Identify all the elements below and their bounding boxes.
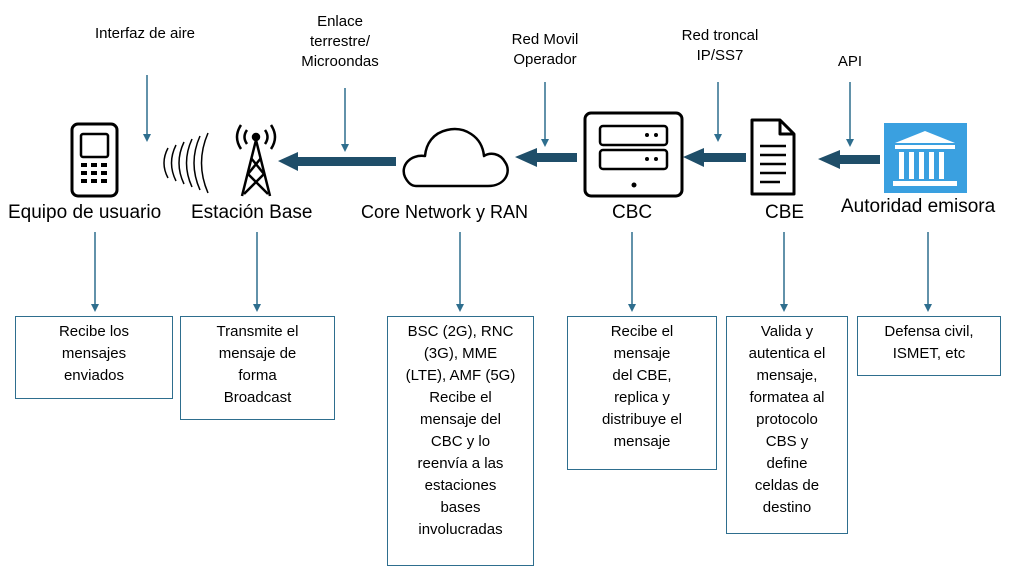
user-equipment-label: Equipo de usuario [8, 202, 162, 223]
cbe-box: Valida y autentica el mensaje, formatea … [726, 316, 848, 534]
user-equipment-box: Recibe los mensajes enviados [15, 316, 173, 399]
radio-waves-icon [163, 132, 209, 194]
air-interface-label: Interfaz de aire [94, 25, 196, 42]
base-station-box: Transmite el mensaje de forma Broadcast [180, 316, 335, 420]
base-station-label: Estación Base [191, 202, 313, 223]
cloud-icon [402, 127, 509, 188]
government-building-icon [884, 123, 967, 193]
core-network-description: BSC (2G), RNC (3G), MME (LTE), AMF (5G) … [405, 323, 516, 538]
phone-icon [70, 122, 119, 198]
cbe-description: Valida y autentica el mensaje, formatea … [748, 323, 826, 516]
authority-label: Autoridad emisora [841, 196, 996, 217]
user-equipment-description: Recibe los mensajes enviados [58, 323, 130, 384]
cbc-label: CBC [612, 202, 653, 223]
core-network-label: Core Network y RAN [361, 202, 529, 222]
cbc-description: Recibe el mensaje del CBE, replica y dis… [601, 323, 683, 450]
server-icon [583, 111, 684, 198]
api-label: API [837, 53, 863, 70]
terrestrial-link-label: Enlace terrestre/ Microondas [301, 13, 379, 70]
flow-arrow-cbc-to-core [515, 148, 577, 167]
backbone-label: Red troncal IP/SS7 [681, 27, 759, 64]
mobile-network-label: Red Movil Operador [511, 31, 579, 68]
cbc-box: Recibe el mensaje del CBE, replica y dis… [567, 316, 717, 470]
authority-description: Defensa civil, ISMET, etc [884, 323, 974, 362]
flow-arrow-cbe-to-cbc [683, 148, 746, 167]
tower-icon [235, 124, 277, 197]
flow-arrow-core-to-base [278, 152, 396, 171]
flow-arrow-authority-to-cbe [818, 150, 880, 169]
base-station-description: Transmite el mensaje de forma Broadcast [216, 323, 299, 406]
core-network-box: BSC (2G), RNC (3G), MME (LTE), AMF (5G) … [387, 316, 534, 566]
cbe-label: CBE [765, 202, 805, 223]
document-icon [750, 118, 796, 196]
authority-box: Defensa civil, ISMET, etc [857, 316, 1001, 376]
